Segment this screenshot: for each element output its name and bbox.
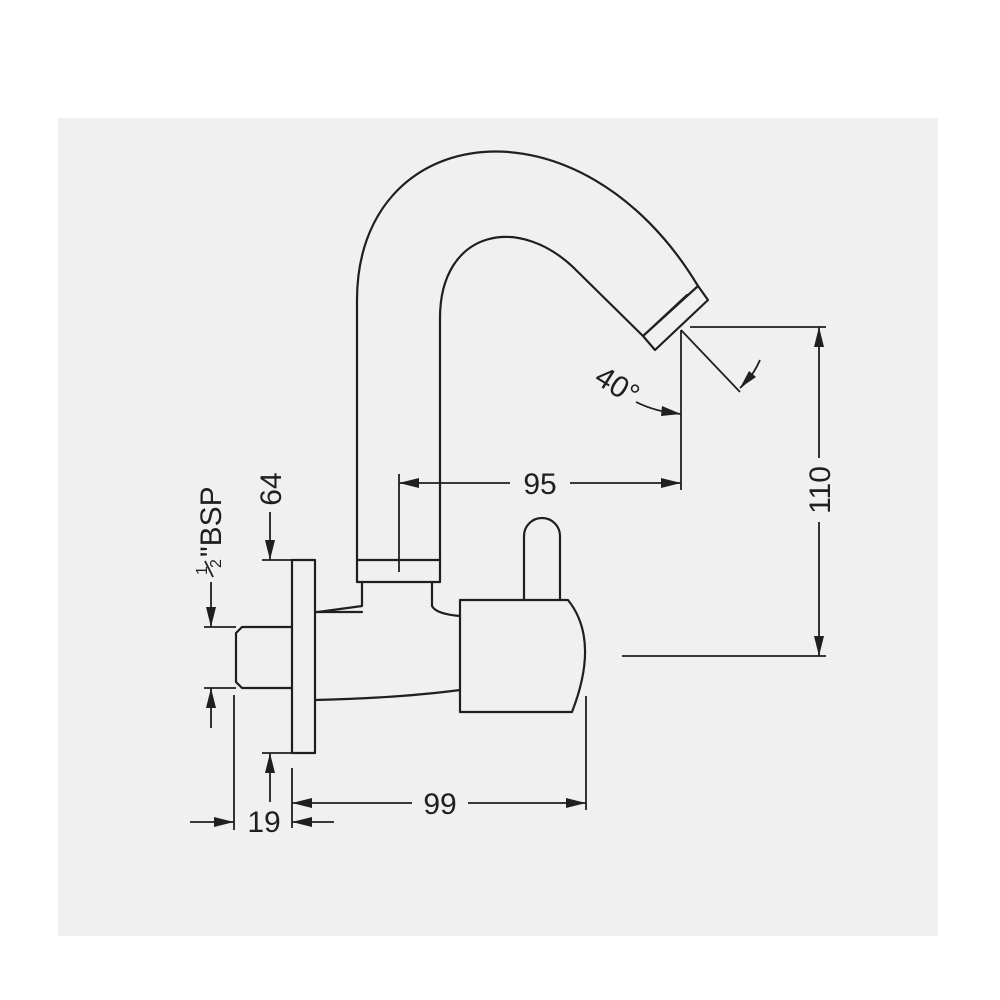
dim-110-label: 110: [804, 466, 837, 514]
dimension-thread-size: 1 2 "BSP: [194, 486, 236, 728]
dim-bsp-fraction-denominator: 2: [208, 559, 225, 568]
dim-bsp-label: 1 2 "BSP: [194, 486, 228, 578]
drawing-panel: [58, 118, 938, 936]
dim-110-arrow-top: [814, 327, 824, 347]
spout-neck: [316, 580, 462, 618]
dim-40-angle-ray: [680, 329, 741, 393]
dim-95-label: 95: [523, 468, 556, 501]
dimension-64: 64: [255, 472, 292, 802]
dim-40-arrow-left: [661, 406, 681, 416]
dim-40-arrow-right: [740, 371, 756, 388]
dim-bsp-fraction-bar: [204, 560, 214, 578]
faucet-outline: [234, 150, 710, 755]
valve-body-link: [313, 610, 462, 702]
dim-99-arrow-right: [566, 798, 586, 808]
dim-99-arrow-left: [292, 798, 312, 808]
dimension-99: 99: [291, 696, 587, 828]
dim-19-arrow-left: [214, 817, 234, 827]
wall-flange: [290, 558, 317, 755]
dim-110-arrow-bottom: [814, 636, 824, 656]
valve-body: [458, 598, 587, 714]
dim-64-arrow-top: [265, 540, 275, 560]
dim-bsp-fraction-numerator: 1: [194, 566, 211, 575]
dim-19-arrow-right: [292, 817, 312, 827]
spout-nozzle: [641, 284, 710, 352]
dim-bsp-unit: "BSP: [195, 486, 228, 557]
thread-connector: [234, 625, 294, 690]
dim-95-arrow-right: [661, 478, 681, 488]
dim-64-arrow-bottom: [265, 753, 275, 773]
dimension-95: 95: [398, 330, 682, 572]
dim-95-arrow-left: [399, 478, 419, 488]
dim-bsp-arrow-bottom: [206, 688, 216, 708]
lever-handle: [522, 516, 562, 602]
dim-99-label: 99: [423, 788, 456, 821]
dimension-110: 110: [622, 326, 837, 657]
spout-tube: [355, 150, 700, 562]
dim-64-label: 64: [255, 472, 288, 505]
dim-bsp-arrow-top: [206, 607, 216, 627]
dimension-19: 19: [190, 695, 334, 839]
dim-19-label: 19: [247, 806, 280, 839]
